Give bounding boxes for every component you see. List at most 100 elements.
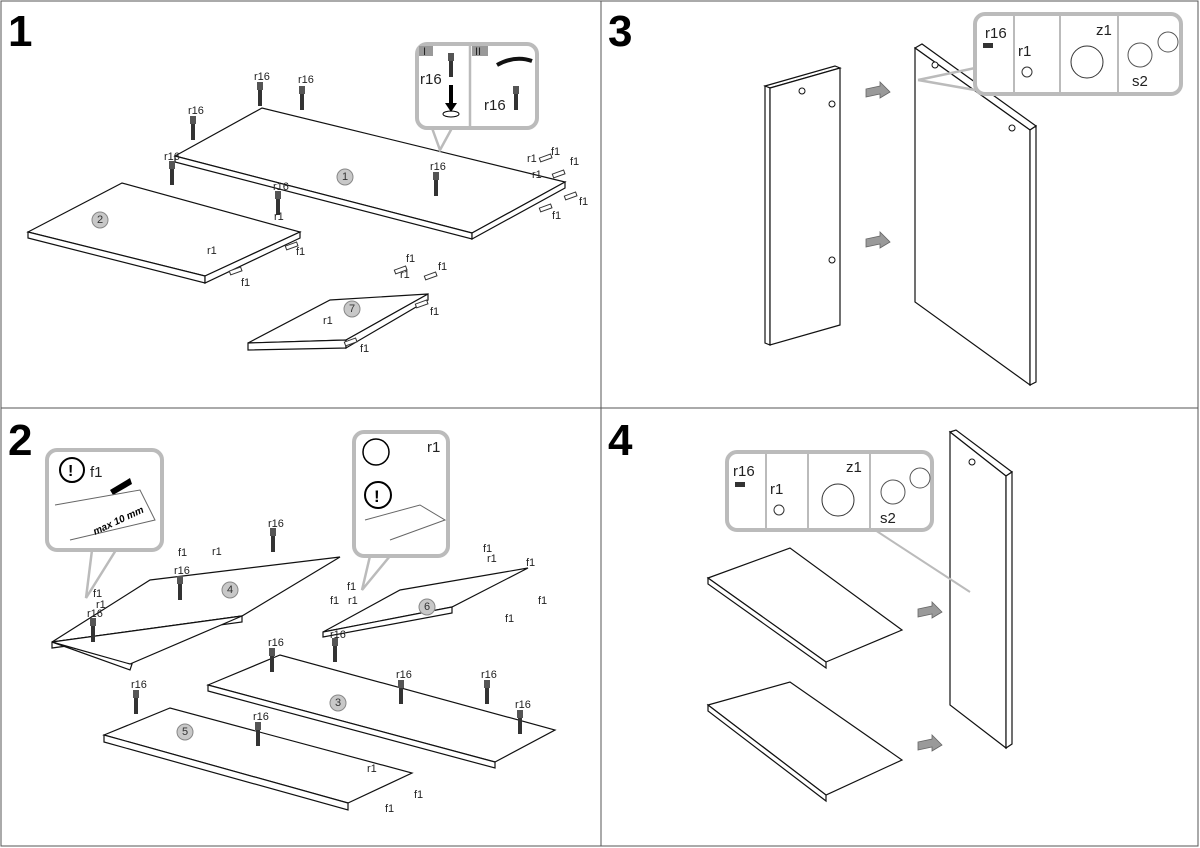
board-1: 1 — [173, 107, 567, 241]
label-f1: f1 — [483, 543, 492, 555]
label-f1: f1 — [347, 581, 356, 593]
side-panel-left — [763, 65, 842, 346]
part-number: 4 — [227, 584, 233, 596]
cover-cap-icon — [1157, 31, 1179, 53]
label-r16: r16 — [253, 711, 269, 723]
board-4: 4 — [51, 556, 341, 671]
cover-cap-icon — [1127, 42, 1153, 68]
side-panel — [948, 429, 1014, 750]
callout-cam-lock: r16 r1 z1 s2 — [725, 450, 934, 532]
shelf-lower — [706, 681, 904, 803]
arrow-icon — [917, 734, 943, 752]
label-f1: f1 — [430, 306, 439, 318]
label-r1: r1 — [212, 546, 222, 558]
part-number: 6 — [424, 601, 430, 613]
label-f1: f1 — [526, 557, 535, 569]
stage-label: I — [423, 46, 426, 58]
label-r16: r16 — [733, 463, 755, 480]
label-r1: r1 — [367, 763, 377, 775]
label-f1: f1 — [505, 613, 514, 625]
callout-dowel-depth: ! f1 max 10 mm — [45, 448, 164, 599]
label-z1: z1 — [1096, 22, 1112, 39]
label-r16: r16 — [481, 669, 497, 681]
warning-icon — [364, 481, 392, 509]
cam-lock-icon — [773, 504, 785, 516]
step-number: 4 — [608, 416, 633, 465]
label-f1: f1 — [241, 277, 250, 289]
step-number: 1 — [8, 7, 32, 56]
label-r1: r1 — [274, 211, 284, 223]
screwdriver-rotate-icon — [821, 483, 855, 517]
label-f1: f1 — [178, 547, 187, 559]
step-2: 2 4 6 3 5 r16 r16 r16 r16 r16 r16 — [8, 416, 557, 815]
label-r1: r1 — [532, 169, 542, 181]
label-s2: s2 — [880, 510, 896, 527]
label-r1: r1 — [770, 481, 783, 498]
step-4: 4 r16 r1 z1 s2 — [608, 416, 1014, 803]
part-number: 7 — [349, 303, 355, 315]
part-number: 2 — [97, 214, 103, 226]
label-f1: f1 — [330, 595, 339, 607]
callout-cam-orientation: r1 ! — [352, 430, 450, 591]
label-r1: r1 — [400, 269, 410, 281]
label-f1: f1 — [570, 156, 579, 168]
callout-pointer — [874, 529, 971, 593]
label-f1: f1 — [93, 588, 102, 600]
label-f1: f1 — [579, 196, 588, 208]
svg-text:!: ! — [374, 487, 380, 506]
label-r1: r1 — [207, 245, 217, 257]
label-r16: r16 — [515, 699, 531, 711]
board-6: 6 — [322, 567, 529, 638]
label-f1: f1 — [438, 261, 447, 273]
label-r16: r16 — [330, 629, 346, 641]
label-s2: s2 — [1132, 73, 1148, 90]
screwdriver-rotate-icon — [1070, 45, 1104, 79]
arrow-icon — [917, 601, 943, 619]
arrow-icon — [865, 81, 891, 99]
label-r1: r1 — [96, 599, 106, 611]
label-r16: r16 — [188, 105, 204, 117]
label-r16: r16 — [298, 74, 314, 86]
callout-r16-install: I II r16 r16 — [415, 42, 539, 154]
label-r16: r16 — [254, 71, 270, 83]
arrow-icon — [865, 231, 891, 249]
rotate-arrow-icon — [496, 56, 533, 67]
label-r16: r16 — [268, 637, 284, 649]
part-number: 5 — [182, 726, 188, 738]
callout-cam-lock: r16 r1 z1 s2 — [973, 12, 1183, 96]
label-r1: r1 — [527, 153, 537, 165]
label-r16: r16 — [131, 679, 147, 691]
part-number: 1 — [342, 171, 348, 183]
label-r16: r16 — [87, 608, 103, 620]
label-r1: r1 — [348, 595, 358, 607]
label-r16: r16 — [268, 518, 284, 530]
board-5: 5 — [102, 707, 414, 811]
cam-lock-icon — [1021, 66, 1033, 78]
label-f1: f1 — [414, 789, 423, 801]
step-number: 2 — [8, 416, 32, 465]
board-7: 7 — [247, 292, 429, 351]
label-r16: r16 — [174, 565, 190, 577]
board-2: 2 — [26, 182, 302, 284]
label-r16: r16 — [396, 669, 412, 681]
svg-text:!: ! — [68, 463, 73, 480]
board-3: 3 — [206, 654, 557, 769]
step-number: 3 — [608, 7, 632, 56]
label-z1: z1 — [846, 459, 862, 476]
label-f1: f1 — [296, 246, 305, 258]
label-r16: r16 — [430, 161, 446, 173]
label-r16: r16 — [985, 25, 1007, 42]
cam-lock-icon — [362, 438, 390, 466]
shelf-upper — [706, 547, 904, 670]
label-f1: f1 — [406, 253, 415, 265]
label-r16: r16 — [273, 181, 289, 193]
label-r16: r16 — [420, 71, 442, 88]
label-f1: f1 — [360, 343, 369, 355]
step-1: 1 1 2 7 r16 r16 r16 r16 r16 r16 r1 r1 r1… — [8, 7, 588, 355]
label-r16: r16 — [484, 97, 506, 114]
warning-icon — [59, 457, 85, 483]
label-f1: f1 — [552, 210, 561, 222]
cover-cap-icon — [880, 479, 906, 505]
